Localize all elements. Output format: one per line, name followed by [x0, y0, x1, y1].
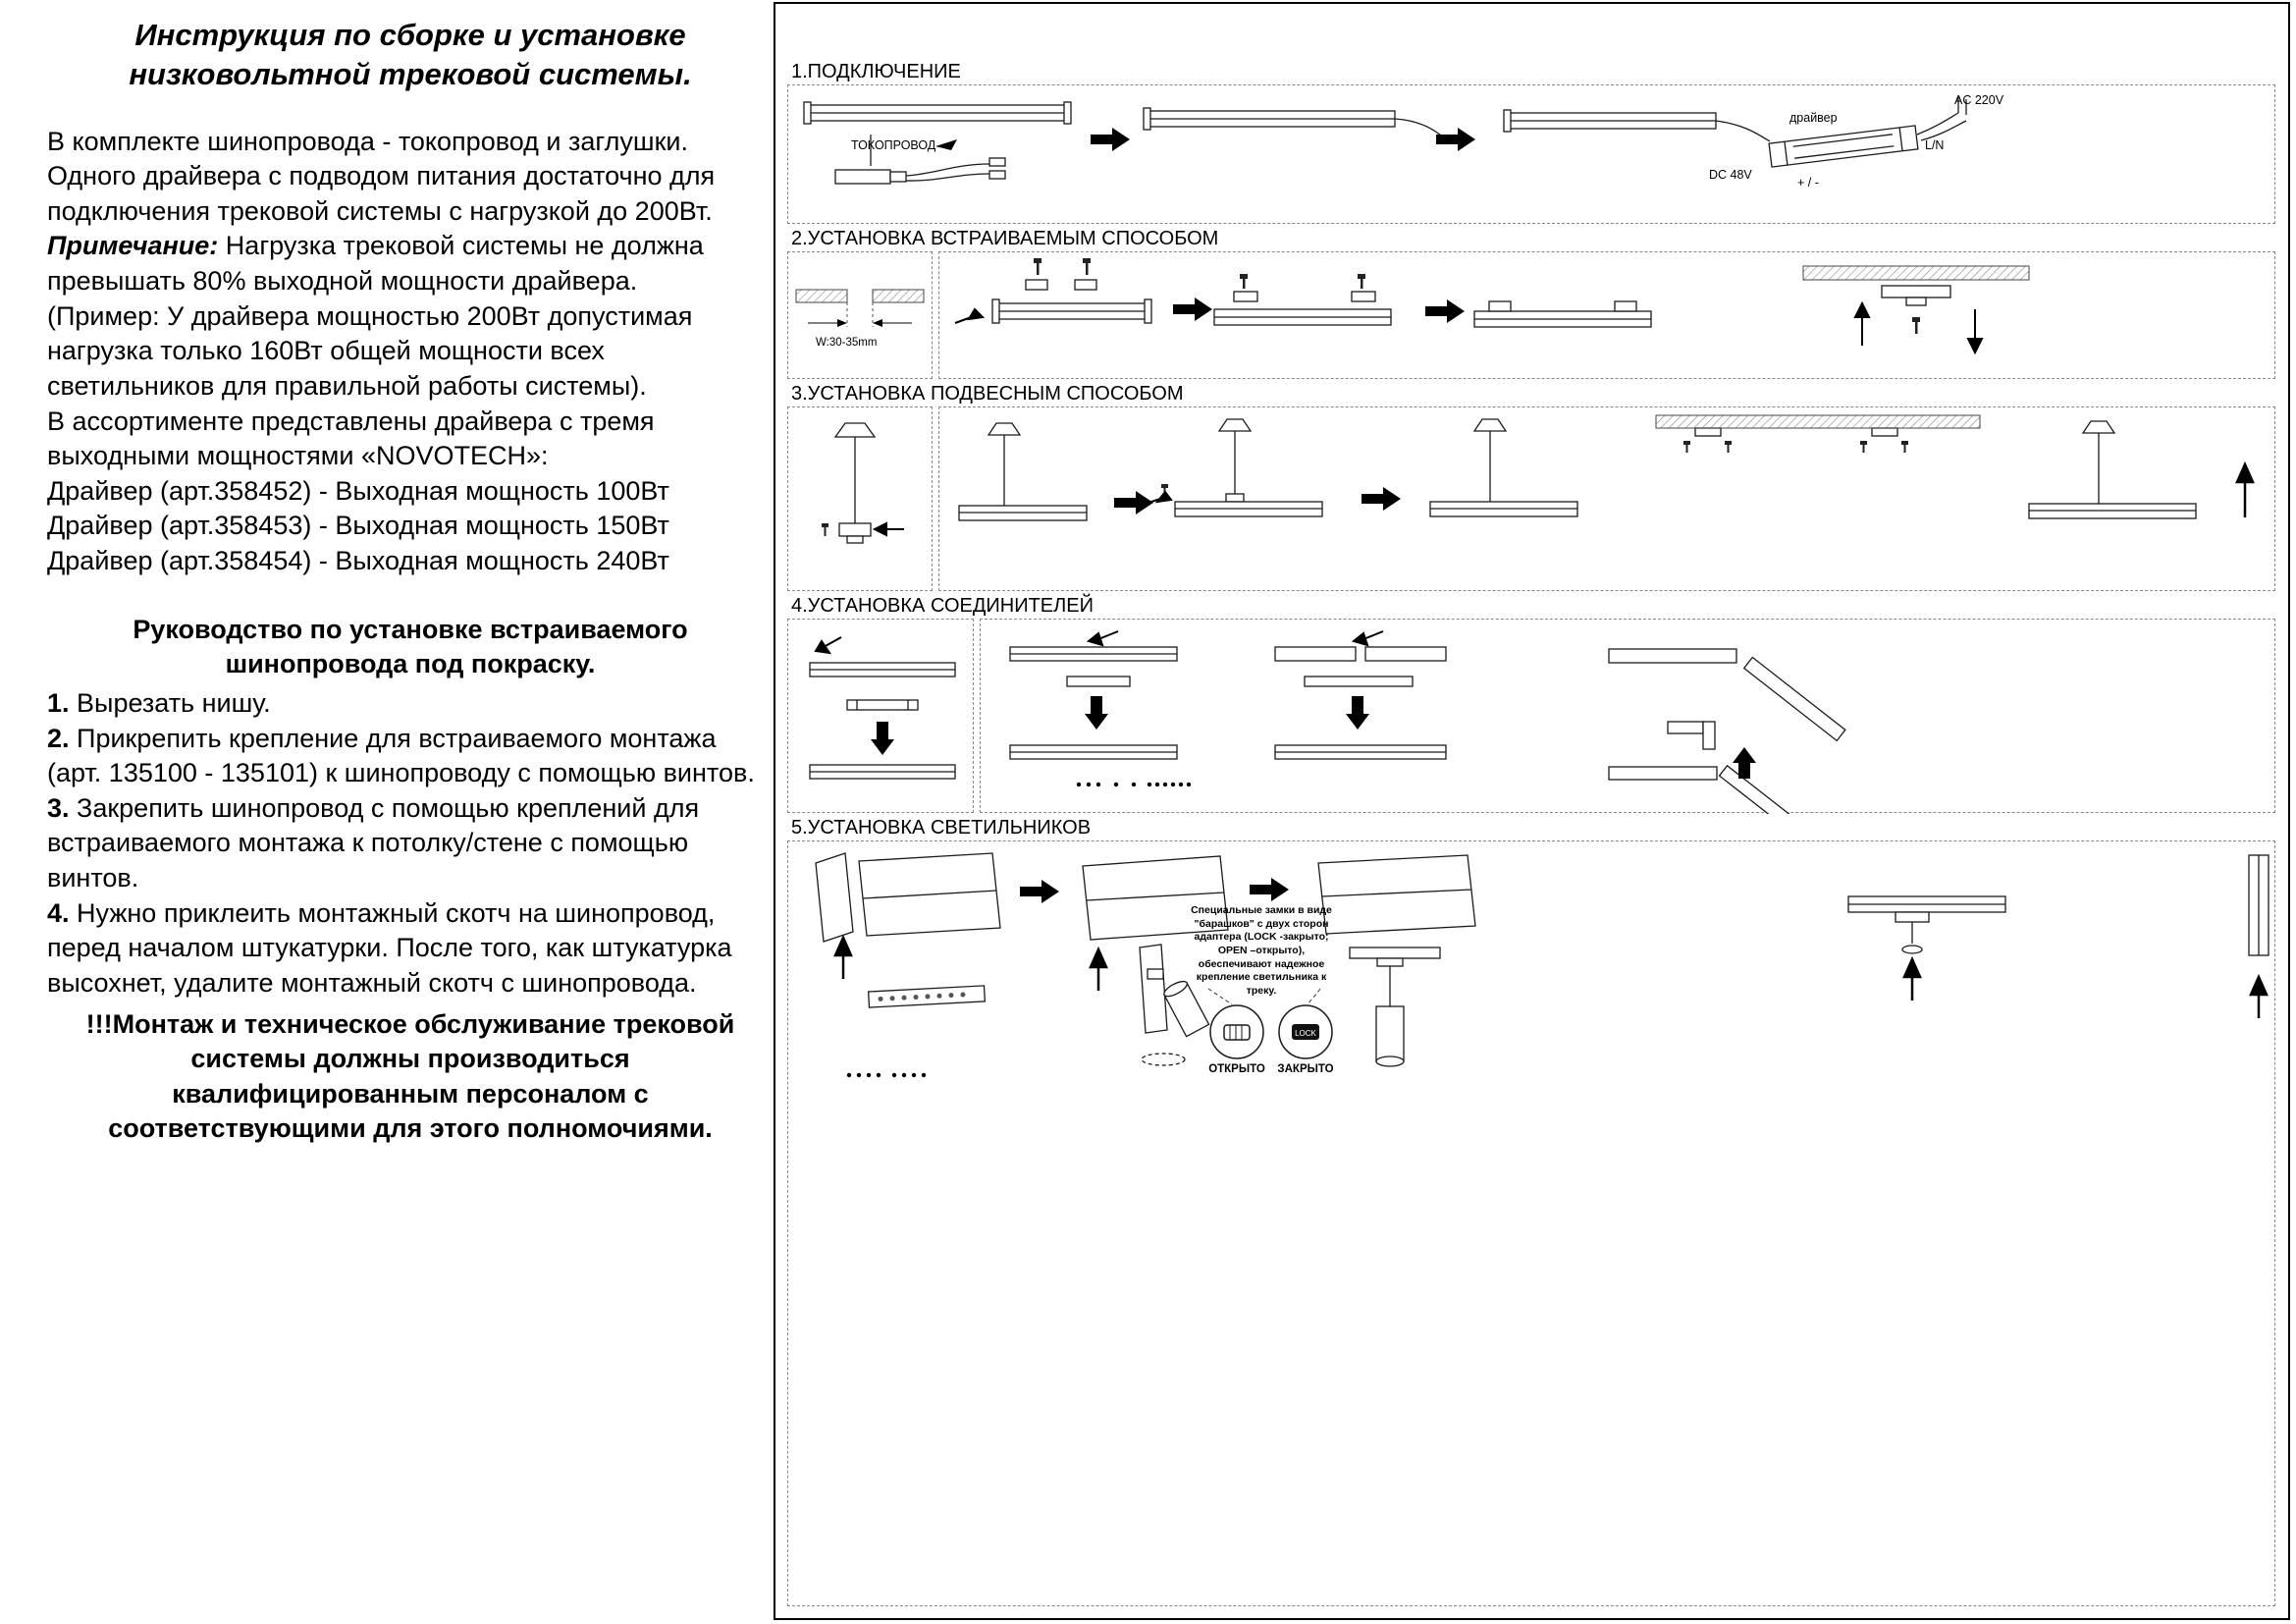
step-text: Прикрепить крепление для встраиваемого м… [47, 723, 755, 788]
section-5-frame: LOCK Специальные замки в виде "барашков"… [787, 840, 2275, 1606]
ac-voltage-label: AC 220V [1954, 93, 2004, 107]
niche-width-label: W:30-35mm [816, 337, 878, 349]
section-4-title: 4.УСТАНОВКА СОЕДИНИТЕЛЕЙ [791, 595, 1094, 617]
note-text: Нагрузка трековой системы не должна прев… [47, 231, 704, 297]
recessed-mount-diagram [954, 258, 2030, 355]
luminaire-install-diagram: LOCK [815, 852, 2269, 1078]
section-4-parts-frame [787, 619, 974, 813]
section-2-steps-frame [938, 251, 2275, 379]
section-3-kit-frame [787, 406, 933, 591]
dc-voltage-label: DC 48V [1709, 168, 1752, 182]
step-2: 2. Прикрепить крепление для встраиваемог… [47, 722, 774, 791]
step-text: Вырезать нишу. [69, 687, 271, 718]
section-1-title: 1.ПОДКЛЮЧЕНИЕ [791, 61, 961, 82]
suspended-mount-diagram [958, 414, 2255, 521]
step-text: Закрепить шинопровод с помощью креплений… [47, 792, 700, 893]
closed-label: ЗАКРЫТО [1277, 1063, 1334, 1075]
niche-cut-diagram [795, 289, 925, 327]
section-5-title: 5.УСТАНОВКА СВЕТИЛЬНИКОВ [791, 817, 1092, 839]
section-3-steps-frame [938, 406, 2275, 591]
driver-line: Драйвер (арт.358453) - Выходная мощность… [47, 511, 669, 541]
assortment-paragraph: В ассортименте представлены драйвера с т… [47, 406, 655, 471]
pendant-kit-diagram [822, 422, 904, 544]
ln-label: L/N [1925, 138, 1945, 152]
driver-label: драйвер [1789, 111, 1838, 125]
step-number: 1. [47, 687, 70, 718]
intro-paragraph: В комплекте шинопровода - токопровод и з… [47, 126, 716, 226]
lock-note-text: Специальные замки в виде "барашков" с дв… [1191, 904, 1332, 997]
diagram-panel: 1.ПОДКЛЮЧЕНИЕ [774, 2, 2290, 1620]
page-title: Инструкция по сборке и установке низково… [129, 18, 692, 92]
connector-parts-diagram [809, 636, 956, 780]
section-1-frame: ТОКОПРОВОД драйвер AC 220V DC 48V L/N + … [787, 84, 2275, 224]
section-2-title: 2.УСТАНОВКА ВСТРАИВАЕМЫМ СПОСОБОМ [791, 228, 1219, 249]
step-1: 1. Вырезать нишу. [47, 686, 774, 722]
section-3-title: 3.УСТАНОВКА ПОДВЕСНЫМ СПОСОБОМ [791, 383, 1184, 405]
section-4-steps-frame [980, 619, 2275, 814]
driver-line: Драйвер (арт.358452) - Выходная мощность… [47, 475, 669, 506]
step-4: 4. Нужно приклеить монтажный скотч на ши… [47, 896, 774, 1001]
open-label: ОТКРЫТО [1208, 1063, 1265, 1075]
step-3: 3. Закрепить шинопровод с помощью крепле… [47, 791, 774, 896]
instruction-column: Инструкция по сборке и установке низково… [47, 16, 774, 1147]
section-2-niche-frame: W:30-35mm [787, 251, 933, 379]
note-paragraph: Примечание: Нагрузка трековой системы не… [47, 229, 774, 298]
step-text: Нужно приклеить монтажный скотч на шиноп… [47, 897, 732, 998]
step-number: 2. [47, 723, 70, 753]
step-number: 3. [47, 792, 70, 823]
warning-text: !!!Монтаж и техническое обслуживание тре… [85, 1008, 735, 1144]
lock-badge: LOCK [1295, 1029, 1316, 1038]
driver-line: Драйвер (арт.358454) - Выходная мощность… [47, 546, 669, 576]
polarity-label: + / - [1797, 176, 1819, 189]
tokoprovod-label: ТОКОПРОВОД [851, 138, 936, 152]
connector-install-diagram [1009, 630, 1846, 814]
example-paragraph: (Пример: У драйвера мощностью 200Вт допу… [47, 300, 693, 401]
step-number: 4. [47, 897, 70, 928]
guide-heading: Руководство по установке встраиваемого ш… [133, 614, 688, 679]
note-label: Примечание: [47, 231, 219, 261]
connection-diagram [803, 97, 1967, 185]
